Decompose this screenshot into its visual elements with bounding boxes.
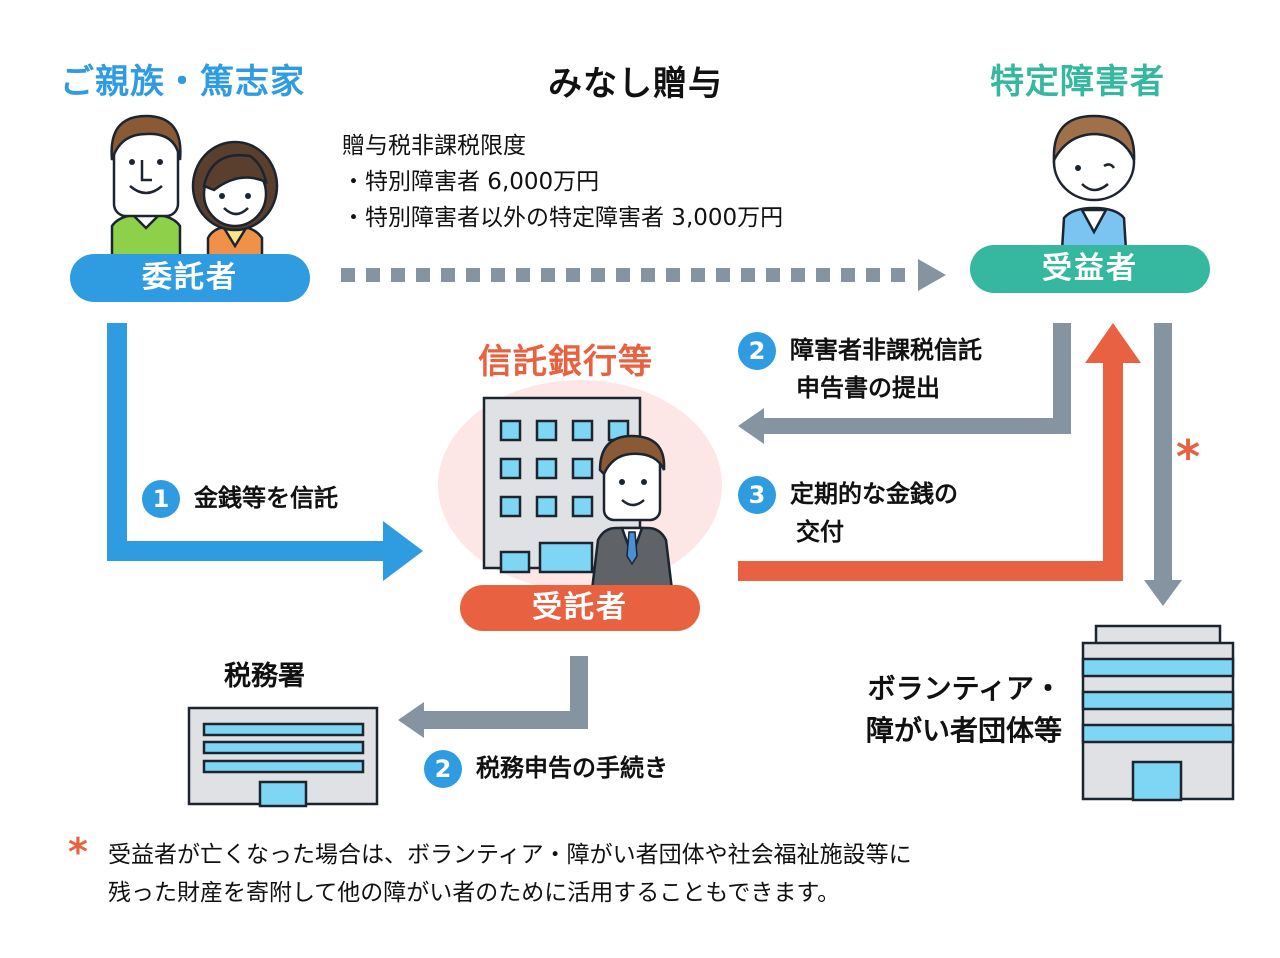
donation-asterisk: * <box>1176 430 1201 484</box>
beneficiary-group-heading: 特定障害者 <box>990 62 1165 102</box>
tax-filing-arrow <box>398 656 588 738</box>
footnote: * 受益者が亡くなった場合は、ボランティア・障がい者団体や社会福祉施設等に 残っ… <box>68 830 912 912</box>
organizations-heading-line1: ボランティア・ <box>867 672 1062 705</box>
step1-label: 1 金銭等を信託 <box>142 480 338 518</box>
step3-payment-arrow <box>738 323 1141 581</box>
settlor-role-pill: 委託者 <box>70 254 310 302</box>
tax-office-building-icon <box>187 706 379 808</box>
step1-arrow <box>107 323 423 581</box>
footnote-line1: 受益者が亡くなった場合は、ボランティア・障がい者団体や社会福祉施設等に <box>108 842 912 868</box>
organizations-heading: ボランティア・ 障がい者団体等 <box>800 668 1062 752</box>
trustee-role-pill: 受託者 <box>460 585 700 631</box>
step2-tax-number-badge: 2 <box>424 750 462 788</box>
step1-text: 金銭等を信託 <box>194 484 338 512</box>
organizations-heading-line2: 障がい者団体等 <box>865 714 1062 747</box>
step2-tax-text: 税務申告の手続き <box>476 754 668 782</box>
step2-tax-filing-label: 2 税務申告の手続き <box>424 750 668 788</box>
trustee-group-heading: 信託銀行等 <box>478 342 653 382</box>
step2-number-badge: 2 <box>738 332 776 370</box>
deemed-gift-dotted-arrow <box>341 259 946 291</box>
step3-number-badge: 3 <box>738 476 776 514</box>
step2-submission-arrow <box>738 323 1071 444</box>
settlor-man-illustration <box>110 114 182 260</box>
gift-tax-limit-item: ・特別障害者以外の特定障害者 3,000万円 <box>342 205 784 231</box>
step1-number-badge: 1 <box>142 480 180 518</box>
beneficiary-role-pill: 受益者 <box>970 245 1210 293</box>
gift-tax-limit-item: ・特別障害者 6,000万円 <box>342 169 600 195</box>
step3-text-line1: 定期的な金銭の <box>790 480 958 508</box>
organization-building-icon <box>1081 624 1235 802</box>
settlor-woman-illustration <box>191 140 279 260</box>
gift-tax-limit-block: 贈与税非課税限度 ・特別障害者 6,000万円 ・特別障害者以外の特定障害者 3… <box>342 128 783 236</box>
footnote-line2: 残った財産を寄附して他の障がい者のために活用することもできます。 <box>108 880 841 906</box>
tax-office-heading: 税務署 <box>224 661 305 692</box>
deemed-gift-heading: みなし贈与 <box>548 64 723 104</box>
step2-submission-label: 2 障害者非課税信託 申告書の提出 <box>738 332 982 406</box>
step3-payment-label: 3 定期的な金銭の 交付 <box>738 476 958 550</box>
gift-tax-limit-title: 贈与税非課税限度 <box>342 133 526 159</box>
settlor-group-heading: ご親族・篤志家 <box>60 62 305 102</box>
donation-arrow <box>1144 323 1182 606</box>
beneficiary-person-illustration <box>1052 114 1136 252</box>
step3-text-line2: 交付 <box>796 518 844 546</box>
step2-text-line2: 申告書の提出 <box>796 374 940 402</box>
footnote-asterisk-icon: * <box>68 830 88 874</box>
step2-text-line1: 障害者非課税信託 <box>790 336 982 364</box>
trustee-person-illustration <box>590 434 674 592</box>
